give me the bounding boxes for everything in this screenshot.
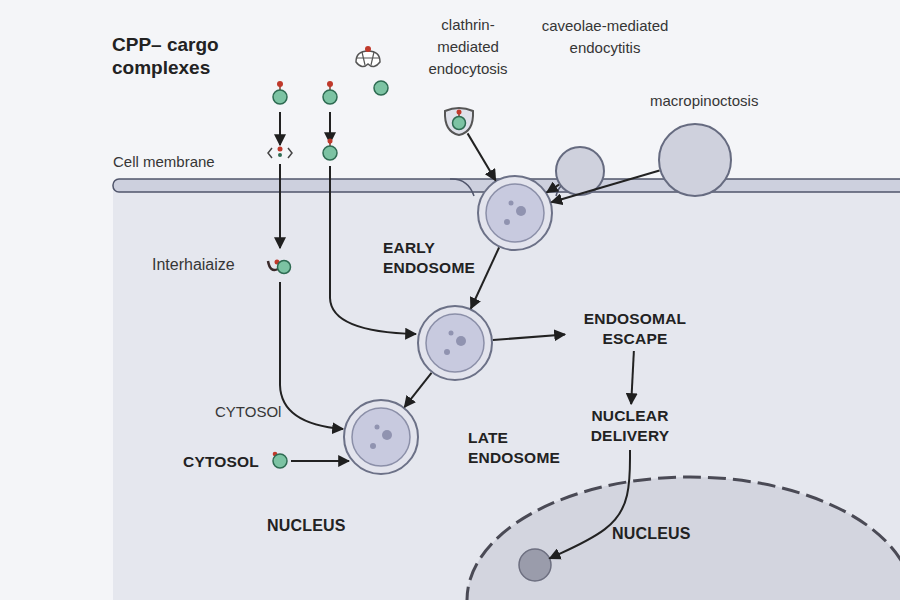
flow-arrow [631, 351, 634, 404]
free-label: CYTOSOl [215, 401, 315, 423]
uptake-arrow [280, 282, 343, 429]
endosome-content [444, 349, 450, 355]
cargo-dot [328, 139, 333, 144]
endosome-content [509, 201, 514, 206]
connector-group [405, 133, 660, 558]
vesicle-circle [556, 147, 604, 195]
flow-arrow [468, 133, 496, 180]
uptake-arrow [329, 112, 331, 143]
cargo-dot [365, 46, 371, 52]
endosome-outer [478, 176, 552, 250]
endosome-outer [344, 400, 418, 474]
flow-arrow [405, 373, 432, 407]
node-label: ENDOSOMAL ESCAPE [565, 309, 705, 349]
cage-outline [356, 51, 380, 67]
delivered-cargo [519, 549, 551, 581]
nuclear-envelope [467, 477, 900, 600]
node-label: EARLY ENDOSOME [383, 238, 483, 278]
cage-mesh [357, 52, 379, 65]
clathrin-pit [445, 108, 473, 135]
node-shape [343, 399, 419, 475]
endo-node [417, 305, 493, 381]
uptake-arrow [291, 460, 349, 462]
endosome-outer [418, 306, 492, 380]
node-label: NUCLEUS [612, 524, 732, 544]
cpp-particle [453, 117, 466, 130]
node-shape [443, 102, 475, 136]
endosome-lumen [486, 184, 544, 242]
node-label: clathrin- mediated endocytosis [418, 14, 518, 80]
cpp-particle [273, 454, 287, 468]
uptake-arrow [279, 112, 281, 145]
vesicle-circle [659, 124, 731, 196]
node-label: NUCLEAR DELIVERY [572, 406, 688, 446]
cpp-particle [323, 146, 337, 160]
node-shape [477, 175, 553, 251]
cage-complex-icon [356, 46, 380, 67]
membrane-fold [450, 179, 474, 196]
uptake-arrow [279, 164, 281, 248]
free-label: Interhaiaize [152, 254, 277, 276]
vesicle-node: macropinoctosis [658, 123, 732, 197]
flow-arrow [493, 334, 565, 340]
free-label: Cell membrane [113, 151, 253, 173]
pit-node: clathrin- mediated endocytosis [443, 102, 475, 136]
cpp-cargo-particle [323, 81, 337, 104]
endosome-content [516, 206, 526, 216]
node-label: LATE ENDOSOME [468, 428, 568, 468]
endosome-lumen [426, 314, 484, 372]
node-shape [417, 305, 493, 381]
free-label: CYTOSOL [183, 452, 283, 472]
diagram-title: CPP– cargo complexes [112, 33, 237, 79]
plain-node: NUCLEAR DELIVERY [572, 404, 688, 450]
cytosolic-particle [273, 452, 287, 468]
node-label: macropinoctosis [650, 90, 800, 112]
cargo-dot [327, 81, 333, 87]
cpp-particle [278, 261, 291, 274]
endosome-content [504, 219, 510, 225]
cargo-dot [277, 81, 283, 87]
endosome-content [370, 443, 376, 449]
endosome-content [449, 331, 454, 336]
endosome-content [382, 430, 392, 440]
vesicle-node: caveolae-mediated endocytitis [555, 146, 605, 196]
endosome-content [456, 336, 466, 346]
cargo-dot [278, 147, 283, 152]
cpp-particle [273, 90, 287, 104]
flow-arrow [547, 185, 559, 193]
flow-arrow [551, 170, 659, 202]
cpp-cargo-particle [273, 81, 287, 104]
node-shape [658, 123, 732, 197]
endo-node: EARLY ENDOSOME [477, 175, 553, 251]
nucleus-node: NUCLEUS [465, 475, 900, 600]
internalized-particle [268, 260, 291, 274]
flow-arrow [550, 450, 630, 558]
plain-node: ENDOSOMAL ESCAPE [565, 307, 705, 351]
membrane-binding-glyph [268, 147, 292, 159]
cpp-dot [278, 153, 282, 157]
endosome-content [375, 425, 380, 430]
cpp-cargo-particle [323, 139, 337, 161]
cpp-particle [323, 90, 337, 104]
endosome-lumen [352, 408, 410, 466]
free-label: NUCLEUS [267, 516, 367, 536]
endo-node: LATE ENDOSOME [343, 399, 419, 475]
flow-arrow [471, 248, 499, 309]
cpp-cargo-particle [374, 81, 388, 95]
node-shape [555, 146, 605, 196]
node-label: caveolae-mediated endocytitis [521, 15, 689, 59]
cargo-dot [457, 110, 462, 115]
cpp-particle [374, 81, 388, 95]
